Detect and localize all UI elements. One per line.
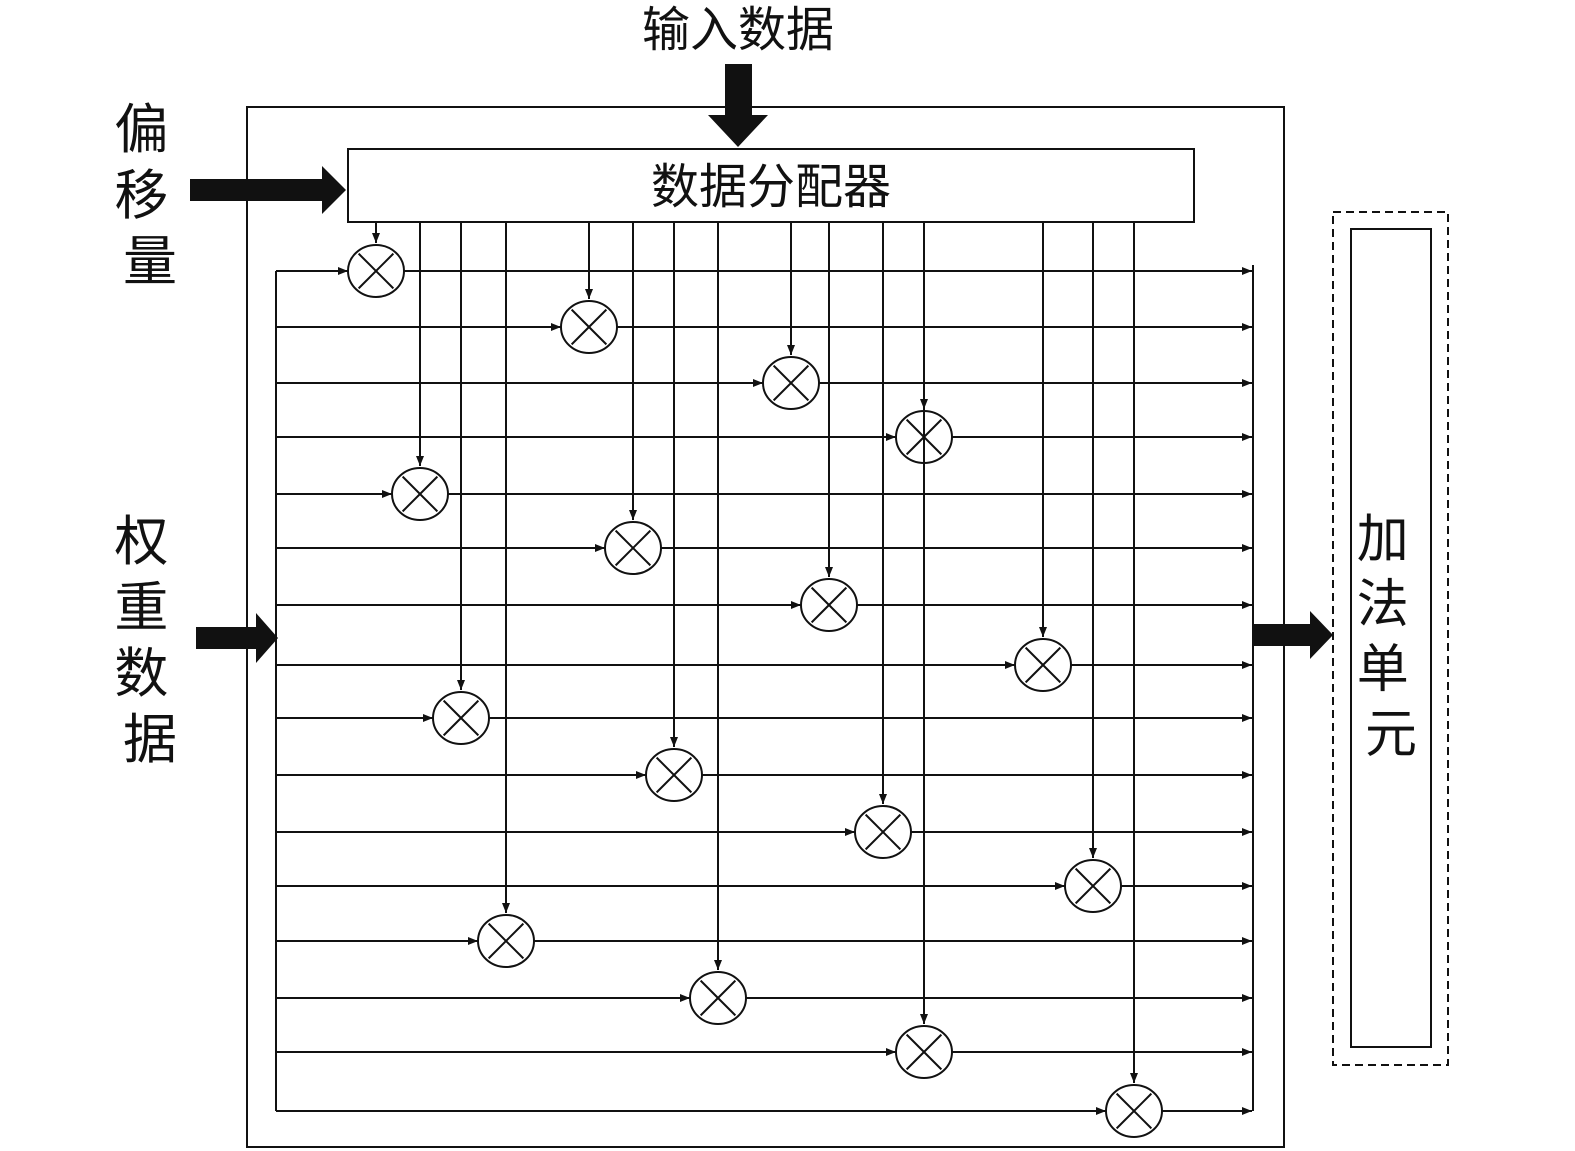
weight-char: 重 xyxy=(114,576,168,639)
input-data-arrow xyxy=(708,64,768,147)
multiplier-cross xyxy=(810,586,848,624)
weight-data-label: 权 重 数 据 xyxy=(114,510,185,771)
adder-unit-dashed-border xyxy=(1332,211,1449,1066)
offset-arrow xyxy=(190,166,346,214)
weight-data-arrow xyxy=(196,613,278,663)
adder-char: 加 xyxy=(1357,510,1409,570)
multiplier-cross xyxy=(699,979,737,1017)
multiplier-cross xyxy=(864,813,902,851)
output-arrow xyxy=(1253,611,1333,659)
multiplier-cross xyxy=(772,364,810,402)
offset-char: 量 xyxy=(123,230,177,293)
multiplier-grid xyxy=(276,222,1252,1138)
multiplier-cross xyxy=(487,922,525,960)
multiplier-cross xyxy=(905,1033,943,1071)
offset-label: 偏 移 量 xyxy=(114,98,185,293)
multiplier-cross xyxy=(1024,646,1062,684)
multiplier-cross xyxy=(442,699,480,737)
multiplier-cross xyxy=(655,756,693,794)
offset-char: 移 xyxy=(114,164,168,227)
multiplier-cross xyxy=(1074,867,1112,905)
adder-unit-label: 加 法 单 元 xyxy=(1357,510,1426,765)
multiplier-cross xyxy=(357,252,395,290)
multiplier-cross xyxy=(570,308,608,346)
multiplier-cross xyxy=(1115,1092,1153,1130)
distributor-label: 数据分配器 xyxy=(651,159,891,215)
distributor-box xyxy=(347,148,1195,223)
weight-char: 权 xyxy=(114,510,168,573)
adder-char: 法 xyxy=(1357,575,1409,635)
multiplier-cross xyxy=(614,529,652,567)
adder-char: 单 xyxy=(1357,640,1409,700)
input-data-label: 输入数据 xyxy=(642,2,834,58)
multiplier-cross xyxy=(401,475,439,513)
weight-char: 据 xyxy=(123,708,177,771)
weight-char: 数 xyxy=(114,642,168,705)
adder-char: 元 xyxy=(1365,705,1417,765)
adder-unit-box xyxy=(1350,228,1432,1048)
offset-char: 偏 xyxy=(114,98,168,161)
